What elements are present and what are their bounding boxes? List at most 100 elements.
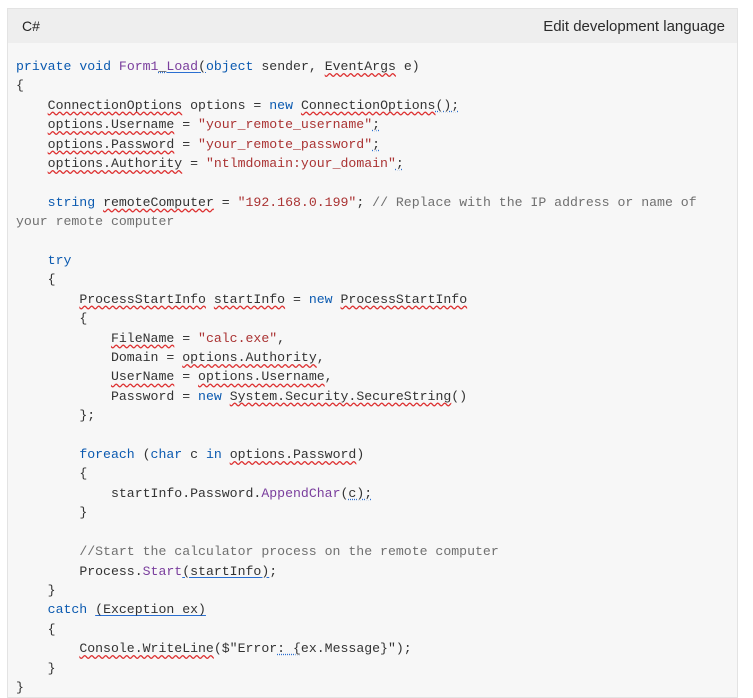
code-token [16,195,48,210]
code-token: ; [372,136,381,152]
code-token: ( [198,59,206,74]
code-token: Form1 [118,59,159,74]
code-token: (Exception ex) [95,602,206,618]
code-token: //Start the calculator process on the re… [79,544,499,560]
code-token: Domain = [16,350,183,366]
code-token: = [182,156,206,172]
code-token [95,195,103,210]
code-token: "your_remote_password" [198,136,373,152]
code-line [16,232,729,251]
code-header: C# Edit development language [8,9,737,43]
code-token: options.Password [47,136,175,152]
code-line: { [16,270,729,289]
code-token: // Replace with the IP address or name o… [16,194,705,230]
code-token: ; [269,563,278,579]
code-token: string [47,194,96,210]
code-token [333,292,341,307]
code-line: string remoteComputer = "192.168.0.199";… [16,193,729,232]
code-token [16,137,48,152]
edit-language-button[interactable]: Edit development language [543,17,725,35]
code-token [16,117,48,132]
code-token: FileName [110,330,175,346]
code-token: try [47,253,72,269]
code-line: Password = new System.Security.SecureStr… [16,387,729,406]
code-token [16,641,79,656]
code-token [293,98,301,113]
code-line: } [16,503,729,522]
code-line: Domain = options.Authority, [16,348,729,367]
code-token: Console.WriteLine [79,641,214,657]
code-token: ConnectionOptions [47,97,183,113]
code-token [16,253,48,268]
code-token [16,544,79,559]
code-token: options.Password [229,447,357,463]
code-snippet-panel: C# Edit development language private voi… [7,8,738,698]
code-token: = [174,330,199,346]
code-token: Password = [16,388,199,404]
code-token: options.Username [47,117,175,133]
code-token [16,369,111,384]
code-token: () [451,388,468,404]
code-token: catch [47,602,88,618]
code-token: UserName [110,369,175,385]
code-token: Process. [16,563,143,579]
code-token: (); [435,97,460,113]
code-token: AppendChar [261,485,341,501]
code-token: EventArgs [324,59,396,74]
code-line: options.Username = "your_remote_username… [16,115,729,134]
code-token: e) [395,59,420,74]
code-token: new [198,388,222,404]
code-token: ($"Error [213,641,278,657]
code-line: try [16,251,729,270]
code-token: Start [142,563,183,579]
code-token: , [277,330,286,346]
code-token: "calc.exe" [198,330,278,346]
code-line: { [16,76,729,95]
code-token: Load [166,59,199,74]
code-token: options.Authority [182,350,317,366]
code-token: foreach [79,447,135,463]
code-line: private void Form1_Load(object sender, E… [16,57,729,76]
code-token: private [16,59,72,74]
code-line [16,173,729,192]
code-line: { [16,309,729,328]
code-line: ProcessStartInfo startInfo = new Process… [16,290,729,309]
code-token: void [79,59,111,74]
code-token: } [16,679,24,695]
code-token: options.Authority [47,156,183,172]
code-line: Console.WriteLine($"Error: {ex.Message}"… [16,639,729,658]
code-token: = [285,291,309,307]
code-token: ProcessStartInfo [79,291,206,307]
code-line: Process.Start(startInfo); [16,562,729,581]
code-token: { [16,621,56,637]
code-token: ( [134,447,151,463]
code-token: = [213,194,238,210]
code-token [222,389,230,404]
code-token: char [150,447,183,463]
code-token: ) [356,447,365,463]
code-token [16,156,48,171]
code-token: { [16,78,24,94]
code-token: = [174,117,199,133]
code-token: ; [356,194,373,210]
code-token: object [205,59,254,74]
code-token: , [324,369,333,385]
code-token: startInfo.Password. [16,485,262,501]
code-line: { [16,620,729,639]
code-line: //Start the calculator process on the re… [16,542,729,561]
code-token: sender, [253,59,325,74]
code-line: startInfo.Password.AppendChar(c); [16,484,729,503]
code-line: } [16,659,729,678]
code-token: new [308,291,333,307]
code-token: "your_remote_username" [198,117,373,133]
code-token [222,447,230,462]
code-token: = [174,369,199,385]
code-token: in [205,447,222,463]
code-token: c); [348,485,373,501]
code-token: new [269,97,294,113]
code-token: { [16,311,88,327]
code-line: FileName = "calc.exe", [16,329,729,348]
code-line: } [16,678,729,697]
code-token: ProcessStartInfo [340,291,468,307]
code-token: ; [395,156,404,172]
